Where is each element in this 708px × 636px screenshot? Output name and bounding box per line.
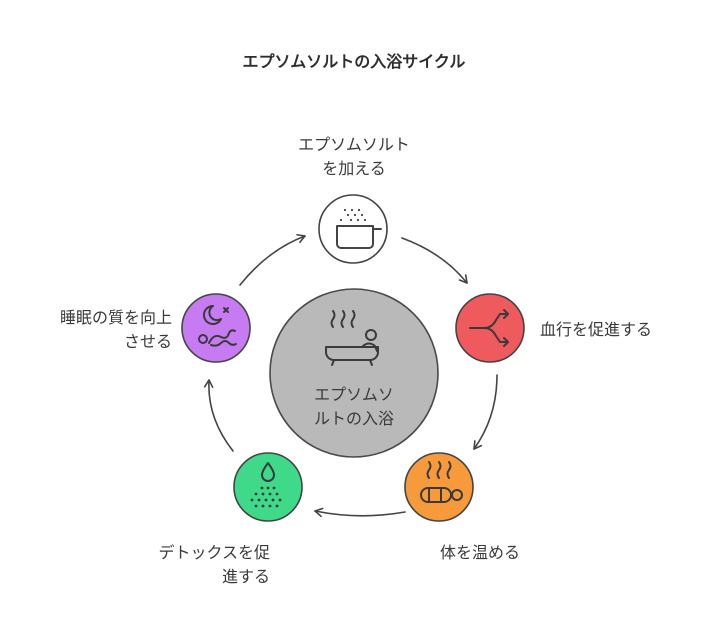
step-label-sleep: 睡眠の質を向上させる	[59, 308, 172, 351]
step-node-add-salt	[318, 194, 388, 264]
step-node-sleep	[181, 293, 251, 363]
arrow-detox-to-sleep	[203, 379, 234, 452]
step-label-detox: デトックスを促進する	[158, 543, 270, 586]
center-label-line1: エプソムソ	[314, 385, 394, 404]
water-drop-icon	[250, 462, 282, 508]
arrow-salt-to-circulation	[401, 237, 468, 284]
center-label-line2: ルトの入浴	[314, 409, 394, 428]
measuring-cup-icon	[336, 208, 382, 249]
center-bath-node: エプソムソ ルトの入浴	[269, 288, 439, 458]
branch-arrows-icon	[469, 309, 509, 347]
step-label-warm-body: 体を温める	[440, 543, 521, 562]
step-label-add-salt: エプソムソルトを加える	[298, 135, 410, 178]
step-node-detox	[233, 452, 303, 522]
warm-body-icon	[420, 461, 463, 503]
diagram-title: エプソムソルトの入浴サイクル	[242, 52, 466, 71]
arrow-circulation-to-warm	[473, 374, 498, 450]
step-node-circulation	[455, 293, 525, 363]
step-node-warm-body	[404, 452, 474, 522]
bathtub-icon	[325, 310, 379, 366]
arrow-sleep-to-salt	[239, 233, 306, 286]
moon-sleep-icon	[198, 304, 237, 347]
step-label-circulation: 血行を促進する	[540, 320, 653, 339]
arrow-warm-to-detox	[314, 507, 406, 518]
